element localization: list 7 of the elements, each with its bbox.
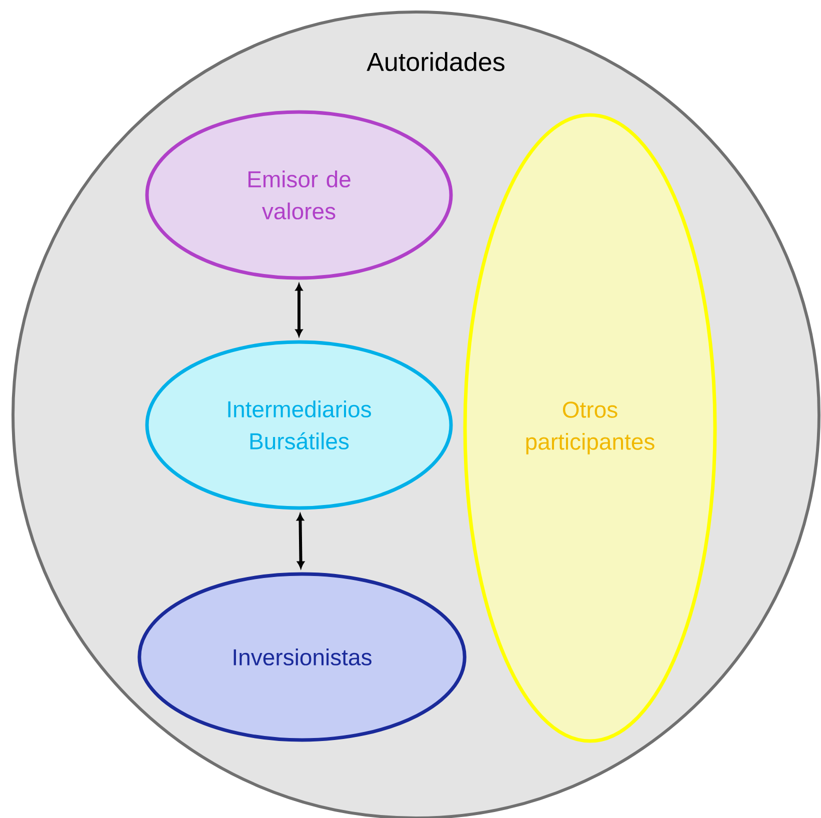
ellipse-node: Inversionistas [138,572,466,742]
arrow [295,284,303,336]
ellipse-node: Intermediarios Bursátiles [145,340,453,510]
ellipse-node: Emisor de valores [145,110,453,280]
arrow [296,514,304,568]
heading: Autoridades [366,52,504,72]
ellipse-node: Otros participantes [463,113,717,743]
